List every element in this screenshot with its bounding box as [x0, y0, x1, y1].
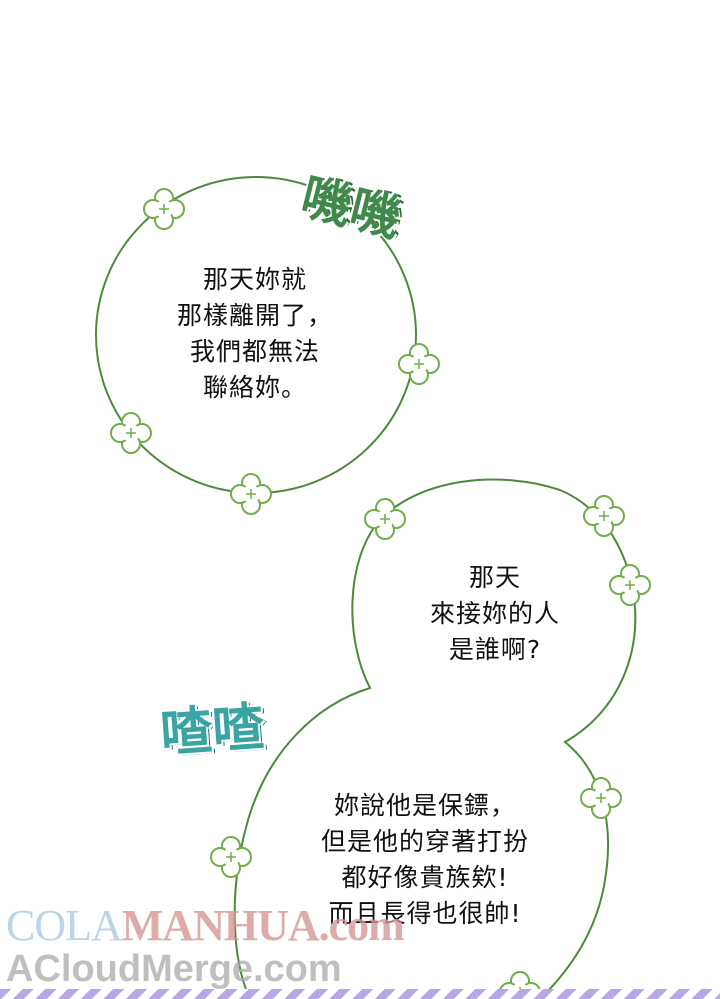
decorative-border-strip — [0, 989, 720, 999]
bubble-text-bottom: 妳說他是保鏢， 但是他的穿著打扮 都好像貴族欸! 而且長得也很帥! — [290, 788, 560, 932]
dialogue-line: 聯絡妳。 — [202, 373, 307, 402]
speech-bubble-bottom — [233, 478, 637, 999]
dialogue-line: 而且長得也很帥! — [328, 899, 522, 928]
watermark-part-2: MANHUA.com — [121, 901, 405, 950]
watermark-line-1: COLAMANHUA.com — [6, 900, 405, 951]
dialogue-line: 妳說他是保鏢， — [333, 791, 516, 820]
sfx-chirp-bottom: 喳喳 — [158, 697, 267, 765]
dialogue-line: 都好像貴族欸! — [341, 863, 509, 892]
dialogue-line: 是誰啊? — [448, 635, 542, 664]
watermark-part-1: COLA — [6, 901, 123, 950]
dialogue-line: 那天 — [468, 563, 521, 592]
dialogue-line: 那天妳就 — [202, 265, 307, 294]
dialogue-line: 那樣離開了， — [176, 301, 333, 330]
bubble-text-middle: 那天 來接妳的人 是誰啊? — [405, 560, 585, 668]
dialogue-line: 來接妳的人 — [429, 599, 560, 628]
dialogue-line: 但是他的穿著打扮 — [320, 827, 529, 856]
bubble-text-top: 那天妳就 那樣離開了， 我們都無法 聯絡妳。 — [160, 262, 350, 406]
dialogue-line: 我們都無法 — [189, 337, 320, 366]
watermark-line-2: ACloudMerge.com — [6, 948, 342, 990]
